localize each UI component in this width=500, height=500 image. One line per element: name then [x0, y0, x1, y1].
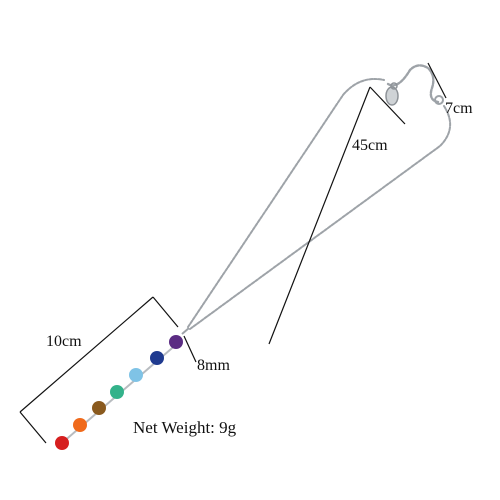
extender-dim-line: [427, 62, 447, 99]
chain-dim-top: [369, 86, 406, 125]
pendant-bail: [181, 327, 190, 335]
bead-dim-line: [183, 335, 197, 363]
bead-blue: [129, 368, 143, 382]
bead-orange: [73, 418, 87, 432]
extender-length-label: 7cm: [445, 100, 473, 117]
pendant-dim-bottom: [19, 411, 47, 444]
extender-chain: [386, 64, 440, 104]
extender-end-ring: [434, 95, 444, 105]
bead-size-label: 8mm: [197, 357, 230, 374]
chain-strand-right: [189, 105, 451, 330]
pendant-length-label: 10cm: [46, 333, 82, 350]
dimension-lines: [19, 62, 447, 444]
pendant-dim-top: [152, 296, 179, 328]
bead-violet: [169, 335, 183, 349]
necklace-chain: [187, 64, 451, 330]
pendant-dim-long: [19, 296, 154, 413]
lobster-clasp: [385, 82, 399, 106]
bead-indigo: [150, 351, 164, 365]
chain-dim-line: [268, 86, 371, 345]
bead-green: [110, 385, 124, 399]
bead-yellow: [92, 401, 106, 415]
bead-red: [55, 436, 69, 450]
chakra-beads: [55, 335, 183, 450]
chain-strand-left: [187, 78, 385, 328]
chain-length-label: 45cm: [352, 137, 388, 154]
net-weight-label: Net Weight: 9g: [133, 418, 237, 437]
